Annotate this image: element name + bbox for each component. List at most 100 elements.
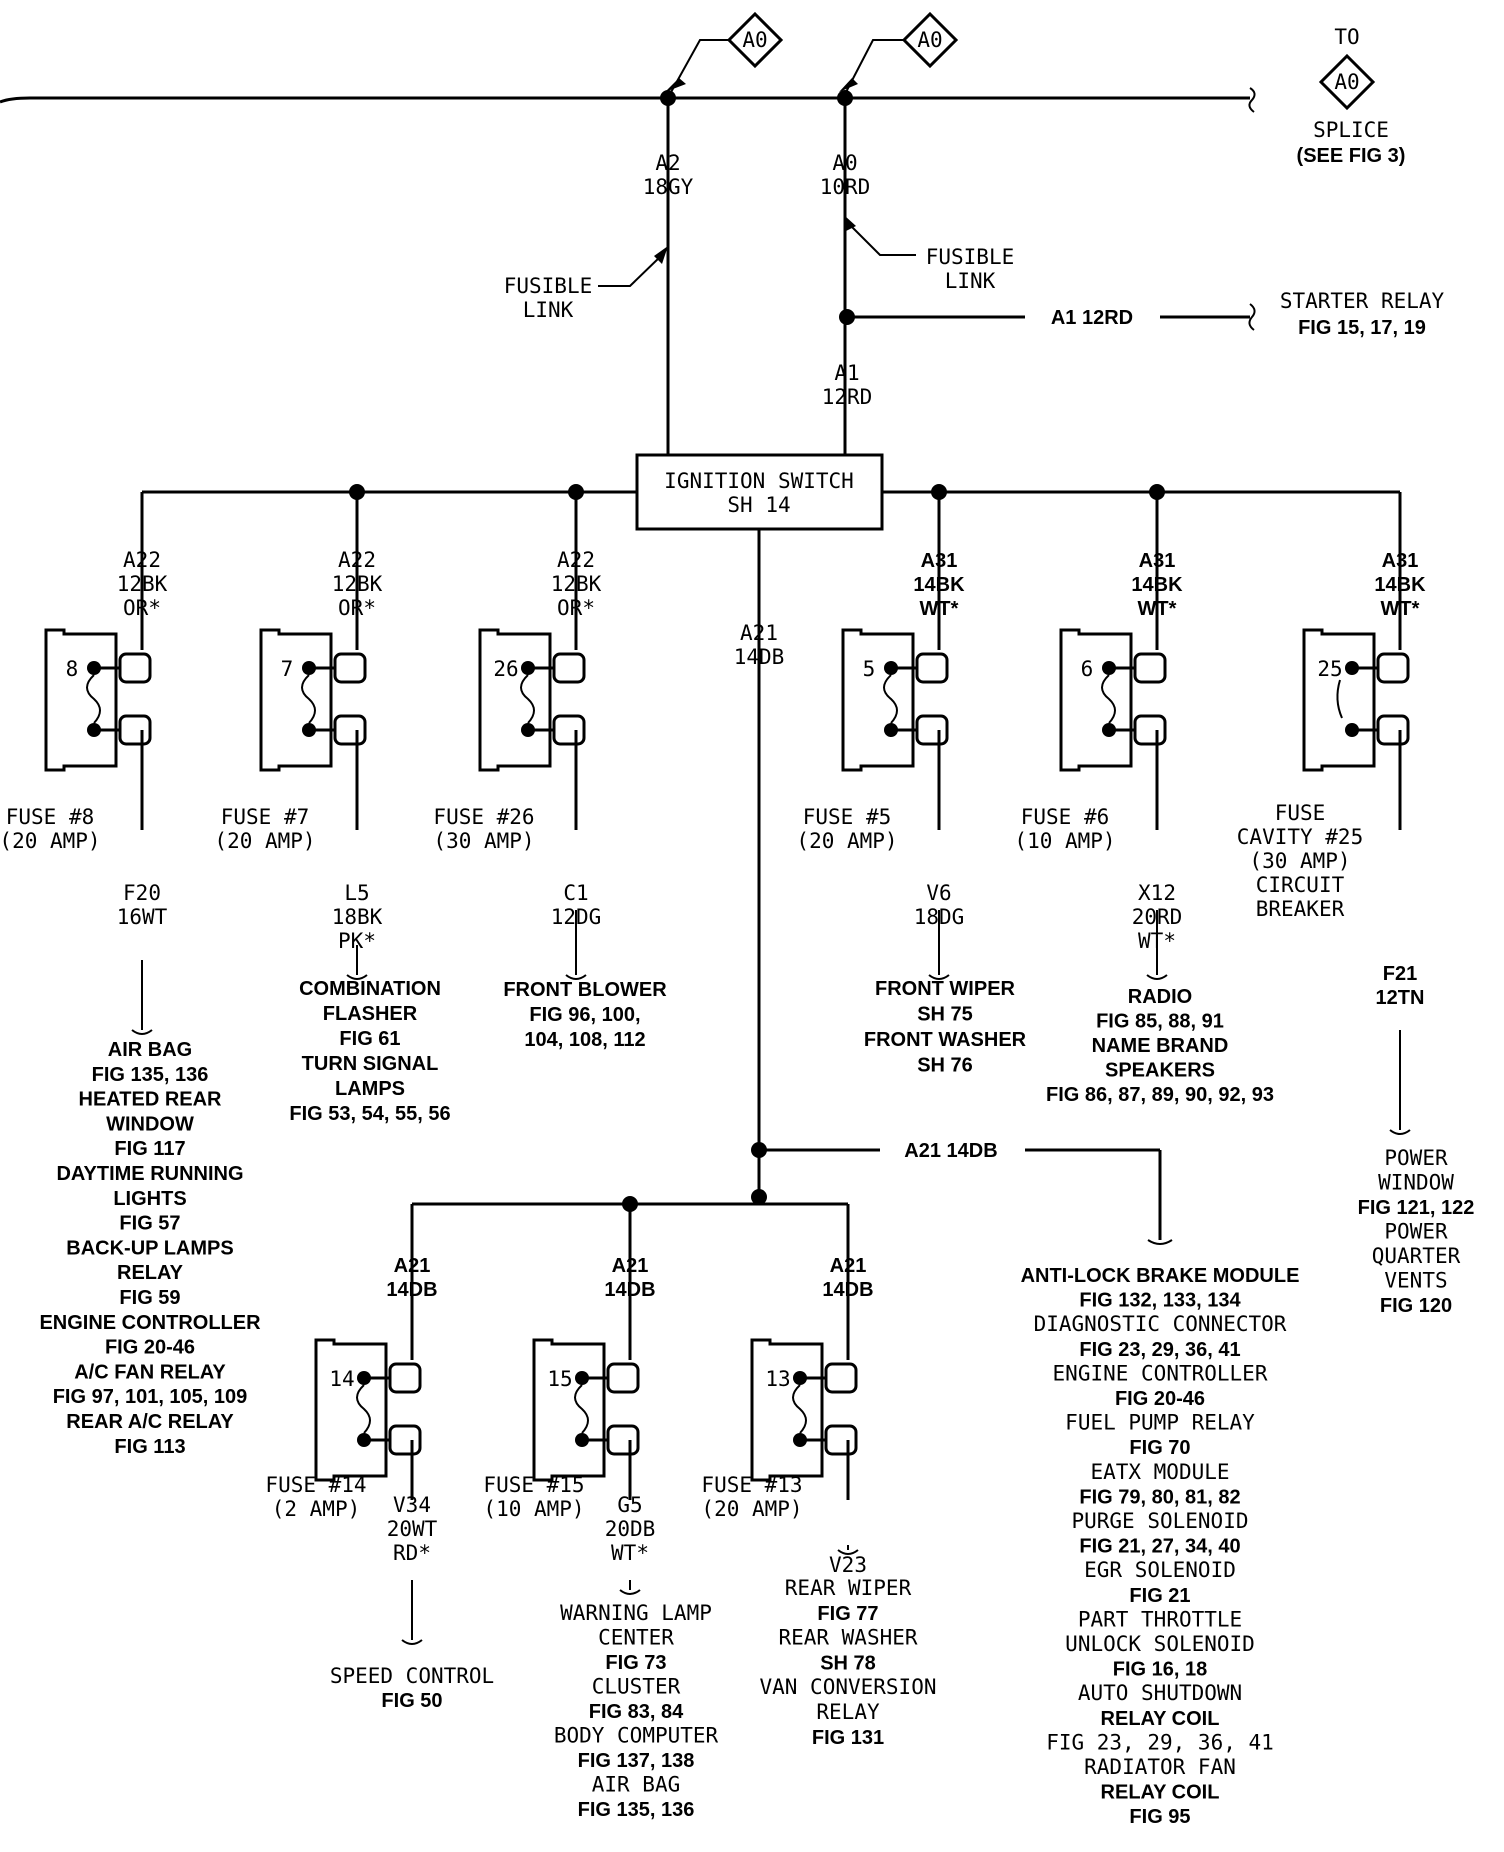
ignition-switch-label: SH 14 (727, 493, 790, 517)
fuse-15-output-wire-label: 20DB (605, 1517, 656, 1541)
wire-a0-label: A0 (832, 151, 857, 175)
fuse-25-number: 25 (1317, 657, 1342, 681)
fuse-8-terminal-bottom (118, 714, 152, 746)
fuse-13-output-wire-label: V23 (829, 1553, 867, 1577)
abs-destination-line: PART THROTTLE (1078, 1607, 1242, 1631)
fuse-7-body (259, 628, 333, 772)
fuse-6-contact-top (1102, 661, 1116, 675)
combo-destination-line: LAMPS (335, 1078, 405, 1100)
fuse-7-output-wire-label: L5 (344, 881, 369, 905)
airbag-destination-line: DAYTIME RUNNING (56, 1163, 243, 1185)
fuse-13-label: FUSE #13 (701, 1473, 802, 1497)
fuse-25-label: FUSE (1275, 801, 1326, 825)
fuse-15-contact-top (575, 1371, 589, 1385)
fuse-25-body (1302, 628, 1376, 772)
fuse-26-input-wire-label: A22 (557, 548, 595, 572)
fuse-26-terminal-bottom (552, 714, 586, 746)
fuse-26-body (478, 628, 552, 772)
fuse-25-terminal-top (1376, 652, 1410, 684)
fusible-arrowhead-left (654, 246, 668, 264)
fusible-link-label: LINK (945, 269, 996, 293)
warning-destination-line: CLUSTER (592, 1675, 681, 1699)
fuse-8-input-wire-label: 12BK (117, 572, 168, 596)
fuse-8-output-wire-label: F20 (123, 881, 161, 905)
fuse-6-body (1059, 628, 1133, 772)
rear-destination-line: RELAY (816, 1700, 880, 1724)
ignition-switch-label: IGNITION SWITCH (664, 469, 854, 493)
lower-output-break-0 (401, 1639, 423, 1645)
airbag-destination-line: FIG 59 (119, 1287, 180, 1309)
fuse-14-output-wire-label: V34 (393, 1493, 431, 1517)
splice-connector (1318, 53, 1376, 111)
abs-destination-line: FIG 16, 18 (1113, 1659, 1208, 1681)
wire-a21-label: 14DB (734, 645, 785, 669)
rear-destination-line: FIG 131 (812, 1727, 884, 1749)
fuse-7-input-wire-label: 12BK (332, 572, 383, 596)
fuse-25-input-wire-label: 14BK (1374, 574, 1426, 596)
fuse-14-label: (2 AMP) (272, 1497, 361, 1521)
abs-destination-line: FIG 20-46 (1115, 1388, 1205, 1410)
airbag-destination-line: ENGINE CONTROLLER (39, 1312, 261, 1334)
fuse-14-body (314, 1338, 388, 1482)
power-destination-line: FIG 120 (1380, 1295, 1452, 1317)
abs-destination-line: EATX MODULE (1090, 1460, 1229, 1484)
fuse-14-terminal-top (388, 1362, 422, 1394)
fusible-link-label: FUSIBLE (504, 274, 593, 298)
wire-a21-branch-label: A21 14DB (904, 1140, 997, 1162)
fuse-7-output-wire-label: 18BK (332, 905, 383, 929)
rear-destination-line: VAN CONVERSION (759, 1675, 936, 1699)
fuse-5-number: 5 (863, 657, 876, 681)
fuse-26-output-wire-label: C1 (563, 881, 588, 905)
splice-code-label: A0 (1334, 70, 1359, 94)
fuse-14-output-wire-label: 20WT (387, 1517, 438, 1541)
fuse-6-terminal-bottom (1133, 714, 1167, 746)
fuse-13-element (792, 1384, 807, 1434)
fuse-7-label: (20 AMP) (214, 829, 315, 853)
fuse-5-terminal-bottom (915, 714, 949, 746)
fuse-26-number: 26 (493, 657, 518, 681)
wire-a2-label: A2 (655, 151, 680, 175)
fusible-arrowhead-right (844, 216, 856, 232)
abs-destination-line: FIG 21, 27, 34, 40 (1079, 1536, 1240, 1558)
fuse-14-terminal-bottom (388, 1424, 422, 1456)
fusible-link-label: LINK (523, 298, 574, 322)
fuse-8-contact-bottom (87, 723, 101, 737)
feed-break-mark (1248, 87, 1256, 113)
wire-a0-label: 10RD (820, 175, 871, 199)
fuse-7-label: FUSE #7 (221, 805, 310, 829)
airbag-destination-line: BACK-UP LAMPS (66, 1237, 233, 1259)
airbag-destination-line: AIR BAG (108, 1039, 192, 1061)
abs-destination-line: FIG 23, 29, 36, 41 (1046, 1730, 1274, 1754)
output-break-3 (928, 974, 950, 980)
splice-label: SPLICE (1313, 118, 1389, 142)
fuse-5-contact-bottom (884, 723, 898, 737)
fuse-14-label: FUSE #14 (265, 1473, 366, 1497)
abs-destination-line: FUEL PUMP RELAY (1065, 1411, 1255, 1435)
airbag-destination-line: A/C FAN RELAY (74, 1361, 226, 1383)
node-a21-lower (751, 1189, 767, 1205)
abs-destination-line: FIG 132, 133, 134 (1079, 1290, 1241, 1312)
abs-destination-line: AUTO SHUTDOWN (1078, 1681, 1242, 1705)
fuse-6-element (1101, 674, 1116, 724)
power-destination-line: QUARTER (1372, 1244, 1461, 1268)
fusible-link-arrow-right (849, 224, 916, 256)
starter-relay-fig: FIG 15, 17, 19 (1298, 317, 1426, 339)
abs-destination-line: FIG 23, 29, 36, 41 (1079, 1339, 1240, 1361)
wire-a1-branch-label: A1 12RD (1051, 307, 1133, 329)
fuse-25-output-wire-label: F21 (1383, 963, 1417, 985)
output-break-1 (346, 974, 368, 980)
speed-destination-line: SPEED CONTROL (330, 1664, 494, 1688)
abs-destination-line: UNLOCK SOLENOID (1065, 1632, 1255, 1656)
fuse-25-label: CIRCUIT (1256, 873, 1345, 897)
radio-destination-line: FIG 85, 88, 91 (1096, 1011, 1224, 1033)
fuse-7-number: 7 (281, 657, 294, 681)
fuse-15-number: 15 (547, 1367, 572, 1391)
fuse-8-terminal-top (118, 652, 152, 684)
wire-a1-label: A1 (834, 361, 859, 385)
wiper-destination-line: SH 76 (917, 1055, 973, 1077)
fuse-15-element (574, 1384, 589, 1434)
fuse-13-body (750, 1338, 824, 1482)
fuse-8-input-wire-label: OR* (123, 596, 161, 620)
fuse-15-output-wire-label: G5 (617, 1493, 642, 1517)
